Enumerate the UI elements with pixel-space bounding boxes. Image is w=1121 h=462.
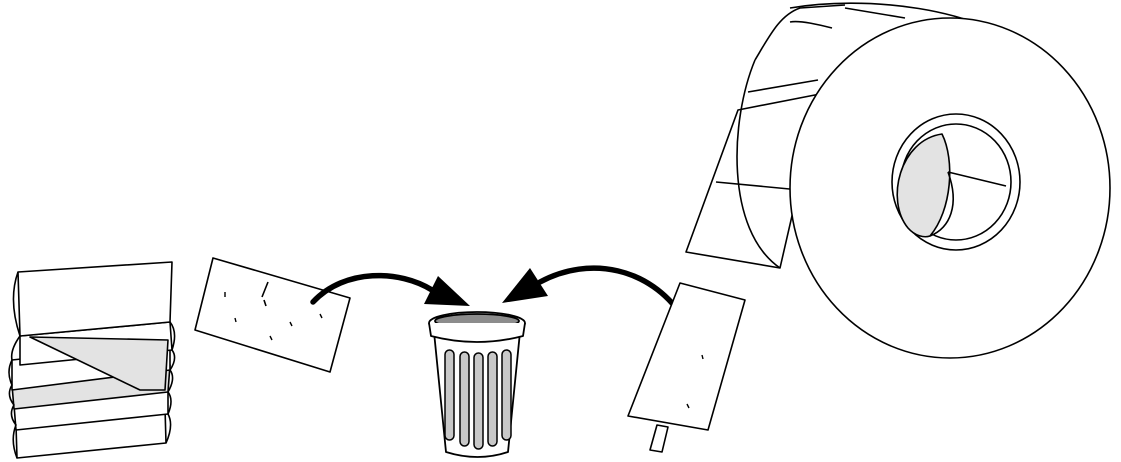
fanfold-media-icon: [8, 261, 176, 459]
curved-arrow-left-icon: [502, 265, 685, 319]
label-piece-icon: [194, 257, 351, 373]
label-roll-icon: [685, 2, 1111, 359]
label-piece-icon: [627, 282, 746, 453]
curved-arrow-right-icon: [310, 272, 470, 306]
trash-can-icon: [428, 311, 526, 458]
